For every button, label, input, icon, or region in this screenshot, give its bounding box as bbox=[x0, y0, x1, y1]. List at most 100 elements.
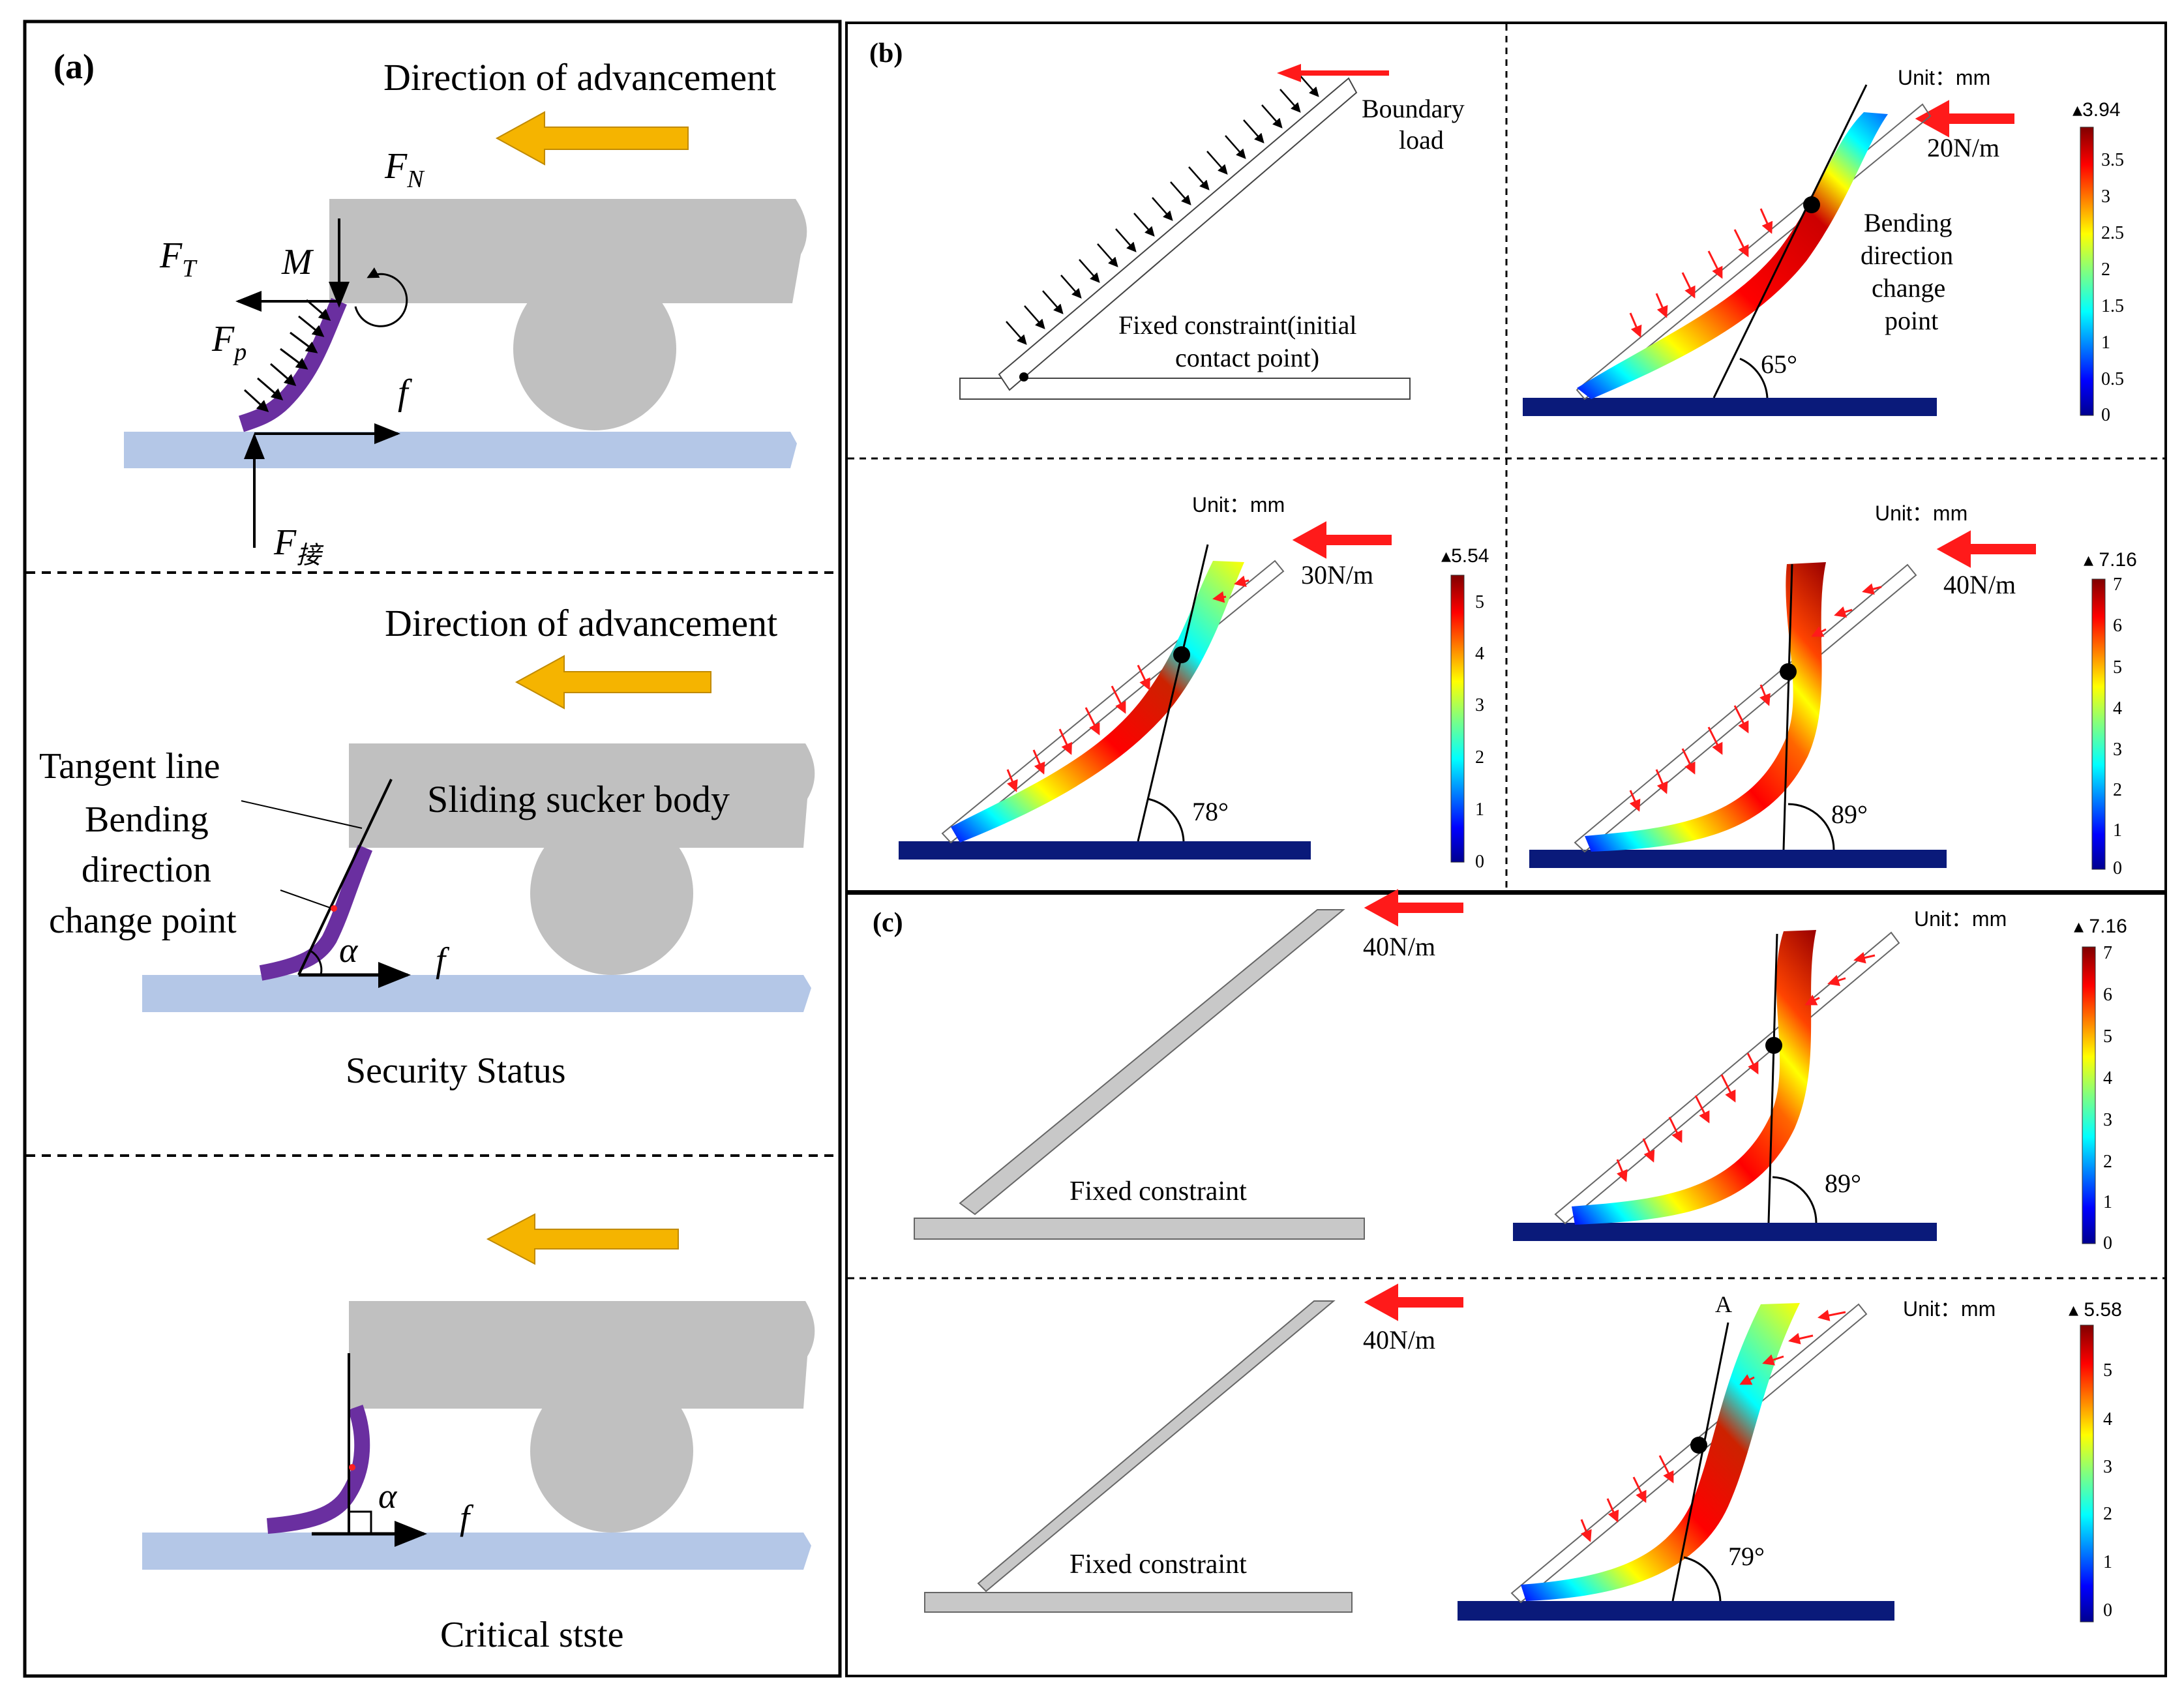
flap-outline bbox=[998, 77, 1358, 391]
sucker-body bbox=[349, 743, 815, 848]
load-arrow bbox=[1915, 100, 2014, 138]
svg-text:0: 0 bbox=[2103, 1233, 2112, 1253]
fc-label: F接 bbox=[273, 522, 324, 569]
svg-text:5: 5 bbox=[1475, 592, 1484, 612]
svg-text:2: 2 bbox=[1475, 747, 1484, 768]
colorbar-ticks: 5 4 3 2 1 0 bbox=[1475, 592, 1484, 872]
wheel bbox=[513, 267, 676, 430]
bend-point bbox=[331, 905, 337, 912]
deformed-flap bbox=[1577, 112, 1888, 399]
svg-text:3: 3 bbox=[2103, 1110, 2112, 1130]
tangent-label: Tangent line bbox=[39, 746, 220, 786]
svg-text:5: 5 bbox=[2103, 1026, 2112, 1047]
svg-text:3.5: 3.5 bbox=[2101, 150, 2124, 170]
bend-leader bbox=[280, 890, 337, 910]
colorbar-max: ▴ 7.16 bbox=[2084, 549, 2137, 571]
load-label: 40N/m bbox=[1363, 932, 1435, 961]
bend-label: change point bbox=[49, 901, 237, 941]
change-point bbox=[1765, 1037, 1782, 1054]
load-arrows bbox=[1006, 575, 1249, 792]
ground bbox=[142, 1533, 811, 1570]
ground bbox=[899, 841, 1311, 860]
load-arrow bbox=[1364, 1283, 1463, 1321]
colorbar-max: ▴ 7.16 bbox=[2074, 916, 2127, 937]
deformed-flap bbox=[1572, 930, 1816, 1225]
sucker-body bbox=[329, 199, 807, 303]
svg-text:5: 5 bbox=[2103, 1360, 2112, 1381]
angle-arc bbox=[1683, 1556, 1722, 1602]
svg-text:3: 3 bbox=[2103, 1457, 2112, 1477]
tangent-leader bbox=[241, 800, 363, 829]
colorbar-max: ▴3.94 bbox=[2072, 99, 2120, 121]
load-arrows bbox=[1629, 583, 1882, 812]
f-label: f bbox=[398, 372, 413, 413]
panel-c-border bbox=[845, 892, 2167, 1677]
ground bbox=[1513, 1223, 1937, 1241]
colorbar-ticks: 7 6 5 4 3 2 1 0 bbox=[2103, 943, 2112, 1253]
security-status: Security Status bbox=[346, 1051, 566, 1091]
colorbar bbox=[2080, 1324, 2094, 1623]
change-point bbox=[1173, 646, 1190, 663]
svg-text:4: 4 bbox=[2103, 1409, 2112, 1429]
svg-text:3: 3 bbox=[1475, 695, 1484, 715]
load-arrow bbox=[1292, 521, 1392, 559]
advance-arrow bbox=[486, 1213, 679, 1265]
tangent-line bbox=[1671, 1322, 1729, 1602]
angle-arc bbox=[1147, 798, 1185, 842]
alpha-arc bbox=[310, 950, 323, 976]
svg-text:1: 1 bbox=[2101, 333, 2110, 353]
angle-arc bbox=[1772, 1176, 1818, 1223]
ground bbox=[142, 975, 811, 1012]
svg-text:2: 2 bbox=[2103, 1504, 2112, 1524]
panel-b-border bbox=[845, 22, 2167, 893]
svg-text:4: 4 bbox=[1475, 644, 1484, 664]
svg-text:1: 1 bbox=[1475, 800, 1484, 820]
change-point bbox=[1690, 1437, 1707, 1454]
angle-label: 89° bbox=[1825, 1169, 1861, 1198]
ground bbox=[1523, 398, 1937, 416]
fixed-label: Fixed constraint bbox=[1070, 1549, 1247, 1579]
load-label: 30N/m bbox=[1301, 560, 1373, 590]
svg-text:2: 2 bbox=[2101, 260, 2110, 280]
base-plate bbox=[914, 1218, 1365, 1240]
ground bbox=[1458, 1601, 1894, 1621]
bend-label: direction bbox=[82, 850, 211, 890]
alpha-label: α bbox=[339, 931, 359, 970]
bdc-label: Bending bbox=[1864, 208, 1952, 237]
svg-text:3: 3 bbox=[2101, 187, 2110, 207]
tangent-line bbox=[297, 779, 393, 976]
fixed-label: Fixed constraint bbox=[1070, 1176, 1247, 1206]
load-label: 40N/m bbox=[1363, 1325, 1435, 1354]
load-label: 40N/m bbox=[1943, 570, 2016, 599]
load-arrows bbox=[1006, 73, 1319, 345]
panel-b: (b) Boundary load Fixed constrain bbox=[845, 22, 2167, 893]
svg-text:1: 1 bbox=[2103, 1552, 2112, 1572]
panel-c-label: (c) bbox=[873, 908, 903, 938]
moment-label: M bbox=[281, 242, 314, 282]
tangent-line bbox=[1767, 933, 1778, 1223]
suction-flap bbox=[239, 297, 347, 432]
fixed-label: contact point) bbox=[1175, 343, 1319, 372]
bdc-label: change bbox=[1872, 273, 1945, 303]
tangent-line bbox=[1782, 563, 1793, 850]
colorbar bbox=[1450, 575, 1465, 863]
base-plate bbox=[924, 1592, 1353, 1613]
wheel bbox=[530, 812, 693, 975]
fn-label: FN bbox=[384, 146, 425, 193]
tangent-line bbox=[1137, 544, 1209, 842]
colorbar-ticks: 7 6 5 4 3 2 1 0 bbox=[2113, 575, 2122, 878]
bdc-label: point bbox=[1885, 306, 1938, 335]
colorbar-ticks: 5 4 3 2 1 0 bbox=[2103, 1360, 2112, 1621]
load-arrow bbox=[1936, 530, 2036, 568]
panel-a-label: (a) bbox=[53, 47, 95, 86]
svg-text:1: 1 bbox=[2113, 820, 2122, 841]
sucker-body bbox=[349, 1301, 815, 1409]
bdc-label: direction bbox=[1861, 241, 1953, 270]
flap-block bbox=[959, 909, 1345, 1216]
svg-text:0: 0 bbox=[2113, 858, 2122, 878]
moment-arc bbox=[354, 267, 408, 327]
direction-label-2: Direction of advancement bbox=[385, 602, 777, 644]
load-arrows bbox=[1580, 1309, 1846, 1542]
advance-arrow bbox=[495, 111, 689, 166]
alpha-label: α bbox=[378, 1476, 398, 1516]
